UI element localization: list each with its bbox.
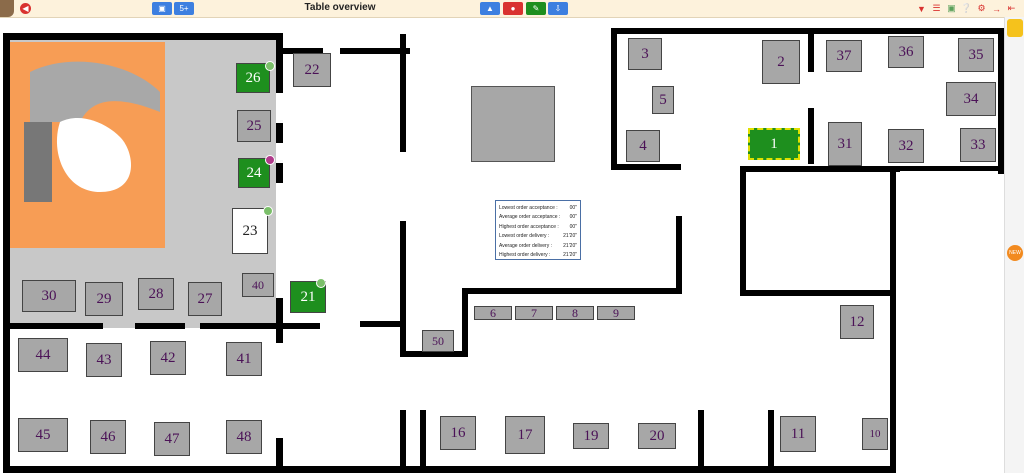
stat-row: Average order acceptance :00" xyxy=(499,214,577,221)
stat-row: Lowest order delivery :21'20" xyxy=(499,233,577,240)
table-32[interactable]: 32 xyxy=(888,129,924,163)
stat-row: Highest order acceptance :00" xyxy=(499,223,577,230)
table-12[interactable]: 12 xyxy=(840,305,874,339)
table-30[interactable]: 30 xyxy=(22,280,76,312)
table-50[interactable]: 50 xyxy=(422,330,454,352)
order-stats-panel: Lowest order acceptance :00" Average ord… xyxy=(495,200,581,260)
avatar[interactable] xyxy=(0,0,14,17)
new-badge[interactable]: NEW xyxy=(1007,245,1023,261)
table-47[interactable]: 47 xyxy=(154,422,190,456)
edit-button[interactable]: ✎ xyxy=(526,2,546,15)
logout-icon[interactable]: ⇤ xyxy=(1007,3,1016,13)
list-icon[interactable]: ☰ xyxy=(932,3,941,13)
table-24[interactable]: 24 xyxy=(238,158,270,188)
table-45[interactable]: 45 xyxy=(18,418,68,452)
table-42[interactable]: 42 xyxy=(150,341,186,375)
table-48[interactable]: 48 xyxy=(226,420,262,454)
download-button[interactable]: ⇩ xyxy=(548,2,568,15)
table-8[interactable]: 8 xyxy=(556,306,594,320)
mute-icon[interactable]: ▼ xyxy=(917,3,926,14)
table-35[interactable]: 35 xyxy=(958,38,994,72)
top-bar: ◀ ▣ 5+ Table overview ▲ ● ✎ ⇩ ▼ ☰ ▣ ❔ ⚙ … xyxy=(0,0,1024,18)
table-36[interactable]: 36 xyxy=(888,36,924,68)
check-icon xyxy=(316,278,326,288)
alert-button[interactable]: ● xyxy=(503,2,523,15)
table-20[interactable]: 20 xyxy=(638,423,676,449)
person-icon: ● xyxy=(510,4,516,13)
user-icon[interactable] xyxy=(1007,19,1023,37)
table-11[interactable]: 11 xyxy=(780,416,816,452)
table-17[interactable]: 17 xyxy=(505,416,545,454)
gear-icon[interactable]: ⚙ xyxy=(977,3,986,13)
floor-plan: 1 2 3 4 5 6 7 8 9 10 11 12 16 17 19 20 2… xyxy=(0,18,1004,473)
table-29[interactable]: 29 xyxy=(85,282,123,316)
bell-icon: ▲ xyxy=(486,4,494,13)
table-27[interactable]: 27 xyxy=(188,282,222,316)
print-button[interactable]: ▣ xyxy=(152,2,172,15)
table-40[interactable]: 40 xyxy=(242,273,274,297)
table-43[interactable]: 43 xyxy=(86,343,122,377)
table-41[interactable]: 41 xyxy=(226,342,262,376)
stove xyxy=(471,86,555,162)
user-badge-icon xyxy=(265,155,275,165)
stat-row: Highest order delivery :21'20" xyxy=(499,252,577,259)
right-sidebar: NEW xyxy=(1004,17,1024,473)
table-33[interactable]: 33 xyxy=(960,128,996,162)
table-44[interactable]: 44 xyxy=(18,338,68,372)
check-icon xyxy=(263,206,273,216)
page-title: Table overview xyxy=(304,2,376,13)
waiter-button[interactable]: ▲ xyxy=(480,2,500,15)
table-3[interactable]: 3 xyxy=(628,38,662,70)
stat-row: Average order delivery :21'20" xyxy=(499,242,577,249)
download-icon: ⇩ xyxy=(554,4,562,13)
login-icon[interactable]: → xyxy=(992,3,1001,14)
monitor-icon[interactable]: ▣ xyxy=(947,3,956,13)
table-21[interactable]: 21 xyxy=(290,281,326,313)
table-31[interactable]: 31 xyxy=(828,122,862,166)
table-7[interactable]: 7 xyxy=(515,306,553,320)
table-6[interactable]: 6 xyxy=(474,306,512,320)
table-26[interactable]: 26 xyxy=(236,63,270,93)
pond-icon xyxy=(24,61,160,202)
table-5[interactable]: 5 xyxy=(652,86,674,114)
table-16[interactable]: 16 xyxy=(440,416,476,450)
table-4[interactable]: 4 xyxy=(626,130,660,162)
back-icon[interactable]: ◀ xyxy=(20,3,31,14)
table-23[interactable]: 23 xyxy=(232,208,268,254)
table-10[interactable]: 10 xyxy=(862,418,888,450)
add-button[interactable]: 5+ xyxy=(174,2,194,15)
table-25[interactable]: 25 xyxy=(237,110,271,142)
table-9[interactable]: 9 xyxy=(597,306,635,320)
table-37[interactable]: 37 xyxy=(826,40,862,72)
table-28[interactable]: 28 xyxy=(138,278,174,310)
help-icon[interactable]: ❔ xyxy=(960,3,973,13)
stat-row: Lowest order acceptance :00" xyxy=(499,204,577,211)
table-34[interactable]: 34 xyxy=(946,82,996,116)
table-19[interactable]: 19 xyxy=(573,423,609,449)
pen-icon: ✎ xyxy=(532,4,540,13)
table-46[interactable]: 46 xyxy=(90,420,126,454)
table-2[interactable]: 2 xyxy=(762,40,800,84)
table-22[interactable]: 22 xyxy=(293,53,331,87)
printer-icon: ▣ xyxy=(158,4,166,13)
check-icon xyxy=(265,61,275,71)
table-1[interactable]: 1 xyxy=(748,128,800,160)
